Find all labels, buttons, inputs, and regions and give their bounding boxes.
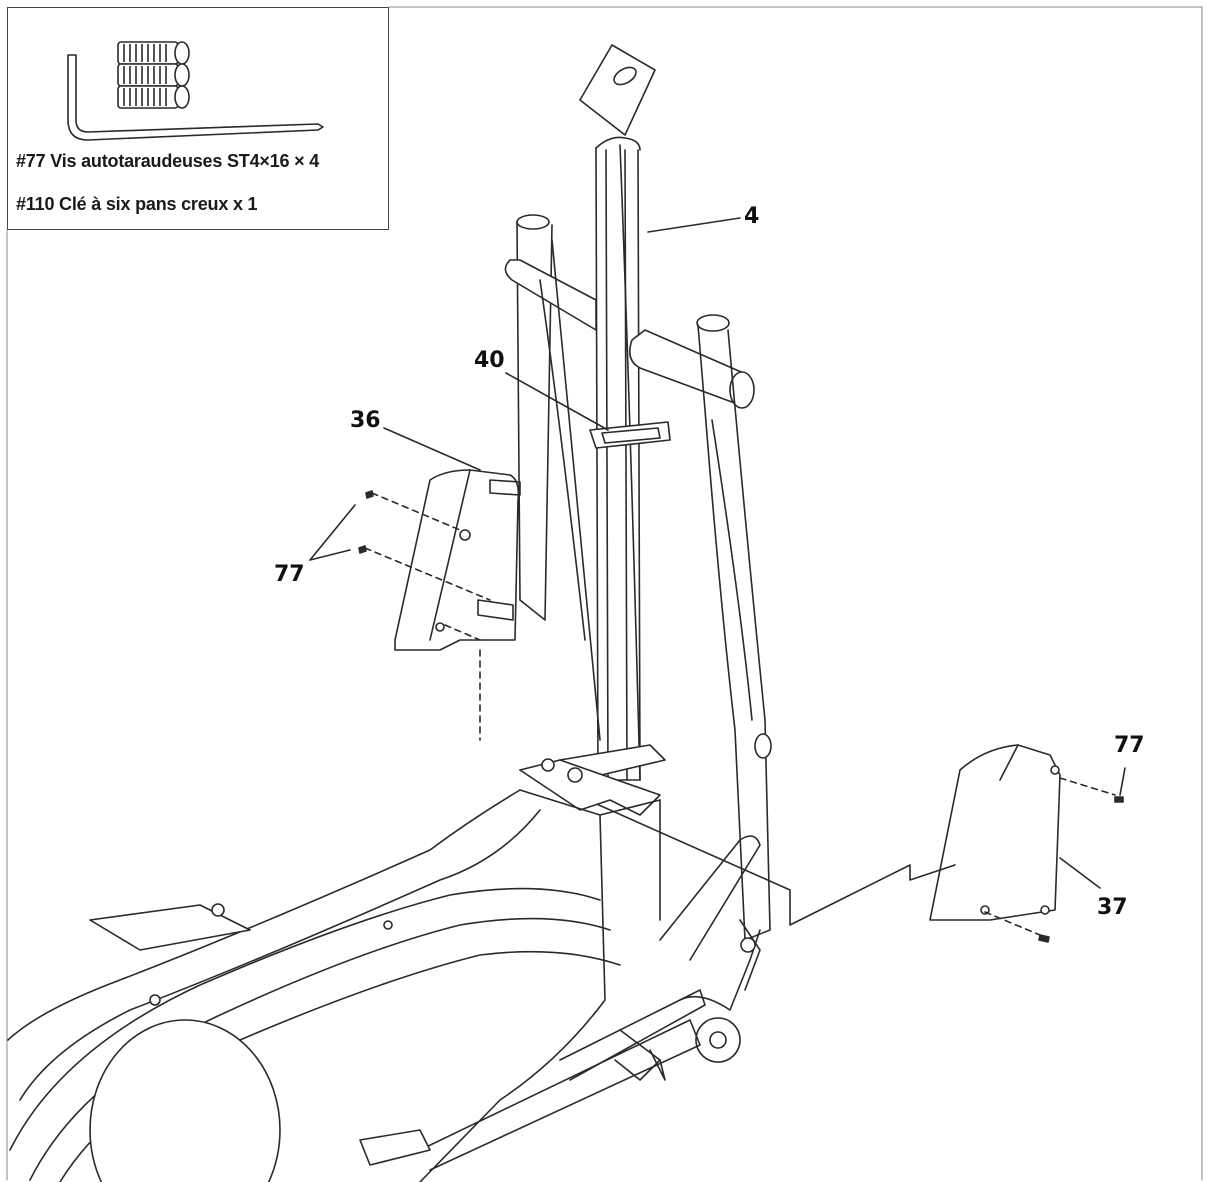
hardware-line-allen-key: #110 Clé à six pans creux x 1 [16, 194, 258, 214]
callout-part-40: 40 [474, 348, 505, 373]
allen-key-icon [67, 54, 324, 141]
rear-post [504, 214, 601, 741]
callout-part-37: 37 [1097, 895, 1128, 920]
hardware-line-screws: #77 Vis autotaraudeuses ST4×16 × 4 [16, 151, 320, 171]
callout-part-77-right: 77 [1114, 733, 1145, 758]
hardware-box: #77 Vis autotaraudeuses ST4×16 × 4 #110 … [7, 7, 389, 230]
callout-part-77-left: 77 [274, 562, 305, 587]
callout-part-36: 36 [350, 408, 381, 433]
callout-part-4: 4 [744, 204, 760, 229]
washer-part-40 [589, 421, 671, 449]
left-cover-part-36 [394, 469, 521, 651]
right-cover-part-37 [929, 744, 1061, 921]
hardware-icons [67, 41, 324, 141]
screws-icon [117, 41, 190, 109]
main-frame [7, 758, 761, 1182]
handle-arm [629, 314, 772, 941]
